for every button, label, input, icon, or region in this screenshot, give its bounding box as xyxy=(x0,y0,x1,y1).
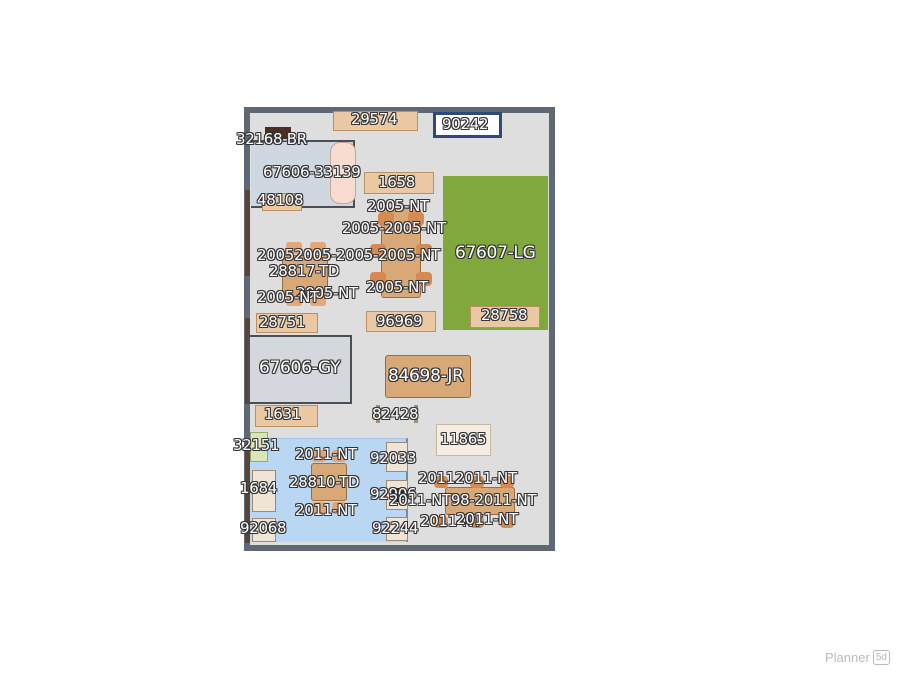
label-67606-33139: 67606-33139 xyxy=(263,163,361,181)
label-2005-nt-a: 2005-NT xyxy=(367,197,429,215)
planner-watermark: Planner 5d xyxy=(825,650,890,665)
label-32151: 32151 xyxy=(233,436,280,454)
item-32151[interactable] xyxy=(250,432,268,462)
item-90242[interactable] xyxy=(433,112,502,138)
label-2011-nt-b: 2011-NT xyxy=(295,501,357,519)
item-11865[interactable] xyxy=(436,424,491,456)
item-67606-gy[interactable] xyxy=(248,335,352,404)
label-2011-nt-a: 2011-NT xyxy=(295,445,357,463)
label-2011-nt98-2011-nt: 2011-NT98-2011-NT xyxy=(389,491,537,509)
item-82428-leg-right xyxy=(414,405,418,423)
label-1684: 1684 xyxy=(240,479,277,497)
item-48108[interactable] xyxy=(262,193,302,211)
label-92068: 92068 xyxy=(240,519,287,537)
label-1631: 1631 xyxy=(264,405,301,423)
item-28810-td[interactable] xyxy=(311,463,347,501)
label-92906: 92906 xyxy=(370,485,417,503)
item-28817-td[interactable] xyxy=(282,255,328,295)
label-96969: 96969 xyxy=(376,312,423,330)
label-28810-td: 28810-TD xyxy=(289,473,360,491)
green-zone[interactable] xyxy=(443,176,548,330)
label-67606-gy: 67606-GY xyxy=(259,358,341,378)
item-92244[interactable] xyxy=(386,517,408,541)
item-1658[interactable] xyxy=(364,172,434,194)
label-92244: 92244 xyxy=(372,519,419,537)
chair[interactable] xyxy=(370,244,386,258)
chair[interactable] xyxy=(470,516,484,528)
label-2005-nt-d: 2005-NT xyxy=(257,288,319,306)
chair[interactable] xyxy=(470,476,484,488)
chair[interactable] xyxy=(500,476,514,488)
chair[interactable] xyxy=(332,450,346,462)
item-lamp[interactable] xyxy=(330,142,356,204)
item-92033[interactable] xyxy=(386,442,408,472)
chair[interactable] xyxy=(416,244,432,258)
item-84698-jr[interactable] xyxy=(385,355,471,398)
label-48108: 48108 xyxy=(257,191,304,209)
label-2011-nt-d: 2011-NT xyxy=(456,510,518,528)
chair[interactable] xyxy=(332,502,346,514)
chair[interactable] xyxy=(312,502,326,514)
label-67607-lg: 67607-LG xyxy=(455,243,536,263)
left-wall-window-upper xyxy=(245,190,250,276)
chair[interactable] xyxy=(416,272,432,286)
chair[interactable] xyxy=(434,476,448,488)
item-92906-knob xyxy=(391,488,405,502)
item-82428-leg-left xyxy=(376,405,380,423)
chair[interactable] xyxy=(286,294,302,306)
item-29574[interactable] xyxy=(333,111,418,131)
label-28751: 28751 xyxy=(259,313,306,331)
chair[interactable] xyxy=(310,242,326,254)
item-28751[interactable] xyxy=(256,313,318,333)
chair[interactable] xyxy=(408,212,424,226)
label-92033: 92033 xyxy=(370,449,417,467)
label-84698-jr: 84698-JR xyxy=(388,366,464,386)
left-wall-window-lower xyxy=(245,447,250,543)
label-28817-td: 28817-TD xyxy=(269,262,340,280)
label-29574: 29574 xyxy=(351,110,398,128)
label-82428: 82428 xyxy=(372,405,419,423)
chair[interactable] xyxy=(370,272,386,286)
item-92068[interactable] xyxy=(252,518,276,542)
label-2011-nt-c: 2011-NT xyxy=(420,512,482,530)
label-2005-nt-c: 2005-NT xyxy=(366,278,428,296)
watermark-brand: Planner xyxy=(825,650,870,665)
chair[interactable] xyxy=(434,516,448,528)
label-90242: 90242 xyxy=(442,115,489,133)
label-11865: 11865 xyxy=(440,430,487,448)
item-1684[interactable] xyxy=(252,470,276,512)
label-1658: 1658 xyxy=(378,173,415,191)
chair[interactable] xyxy=(378,212,394,226)
chair[interactable] xyxy=(500,516,514,528)
label-20052005-nt: 20052005-2005-2005-NT xyxy=(257,246,441,264)
watermark-badge: 5d xyxy=(872,650,890,665)
label-28758: 28758 xyxy=(481,306,528,324)
label-2005-nt-b: 2005-NT xyxy=(296,284,358,302)
item-96969[interactable] xyxy=(366,311,436,332)
left-wall-window-middle xyxy=(245,318,250,404)
chair[interactable] xyxy=(312,450,326,462)
item-28758[interactable] xyxy=(470,306,540,328)
label-2005-2005-nt-a: 2005-2005-NT xyxy=(342,219,446,237)
item-1631[interactable] xyxy=(255,405,318,427)
label-32168-br: 32168-BR xyxy=(236,130,307,148)
chair[interactable] xyxy=(286,242,302,254)
chair[interactable] xyxy=(310,294,326,306)
label-20112011-nt: 20112011-NT xyxy=(418,469,517,487)
